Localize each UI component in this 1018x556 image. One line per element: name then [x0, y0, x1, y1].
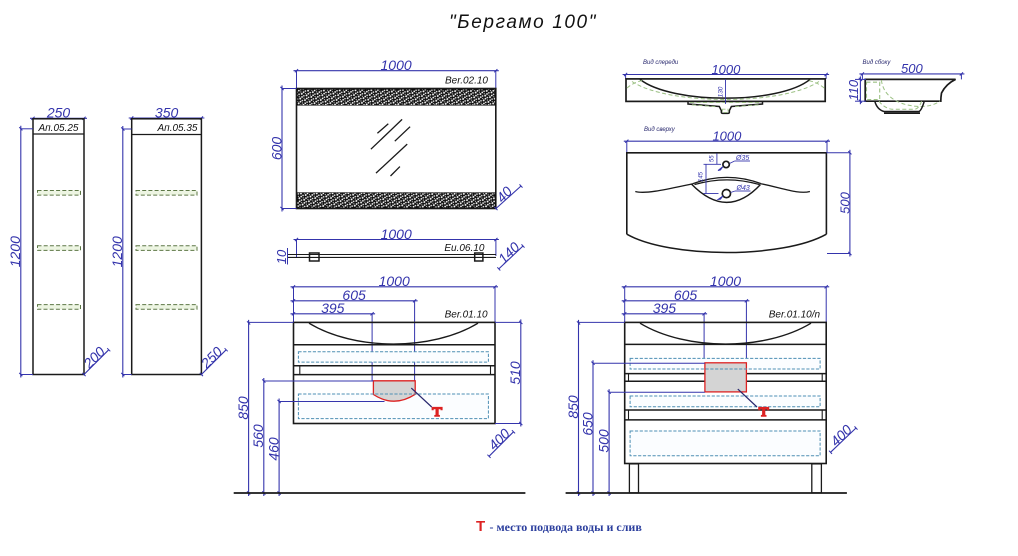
svg-text:1200: 1200 [109, 236, 125, 267]
svg-text:Ber.02.10: Ber.02.10 [445, 76, 488, 87]
svg-text:395: 395 [653, 300, 677, 316]
svg-text:Ber.01.10: Ber.01.10 [445, 309, 488, 320]
svg-text:145: 145 [699, 171, 705, 182]
svg-text:605: 605 [342, 287, 366, 303]
svg-text:1000: 1000 [381, 57, 412, 73]
svg-text:460: 460 [266, 437, 282, 461]
svg-text:1200: 1200 [7, 236, 23, 267]
svg-text:Ап.05.25: Ап.05.25 [38, 123, 79, 134]
svg-text:350: 350 [155, 104, 179, 120]
svg-text:- место подвода воды и слив: - место подвода воды и слив [490, 520, 643, 534]
svg-text:"Бергамо 100": "Бергамо 100" [449, 12, 597, 33]
svg-text:500: 500 [837, 191, 852, 213]
svg-text:1000: 1000 [379, 273, 410, 289]
svg-text:55: 55 [710, 155, 716, 162]
svg-text:10: 10 [274, 249, 289, 264]
svg-text:Вид сбоку: Вид сбоку [863, 60, 892, 66]
svg-text:Вид спереди: Вид спереди [643, 60, 679, 66]
svg-text:Ø43: Ø43 [736, 185, 750, 192]
svg-text:650: 650 [579, 412, 595, 436]
svg-text:1000: 1000 [712, 129, 742, 144]
svg-text:510: 510 [507, 361, 523, 385]
svg-text:1000: 1000 [381, 226, 412, 242]
svg-text:1000: 1000 [711, 62, 741, 77]
svg-text:605: 605 [674, 287, 698, 303]
svg-text:600: 600 [268, 137, 284, 161]
svg-text:1000: 1000 [710, 273, 741, 289]
svg-text:850: 850 [565, 395, 581, 419]
svg-text:500: 500 [901, 61, 923, 76]
svg-text:395: 395 [321, 300, 345, 316]
svg-text:Вид сверху: Вид сверху [644, 127, 676, 133]
svg-text:Ап.05.35: Ап.05.35 [157, 123, 198, 134]
svg-text:Т: Т [476, 518, 485, 535]
svg-text:Ø35: Ø35 [735, 155, 749, 162]
svg-text:Ber.01.10/n: Ber.01.10/n [769, 309, 821, 320]
svg-text:110: 110 [846, 79, 861, 100]
svg-text:130: 130 [718, 86, 725, 97]
svg-text:500: 500 [596, 429, 612, 453]
svg-text:850: 850 [235, 396, 251, 420]
svg-text:250: 250 [46, 105, 71, 121]
svg-text:Eu.06.10: Eu.06.10 [444, 243, 484, 254]
svg-text:560: 560 [250, 424, 266, 448]
